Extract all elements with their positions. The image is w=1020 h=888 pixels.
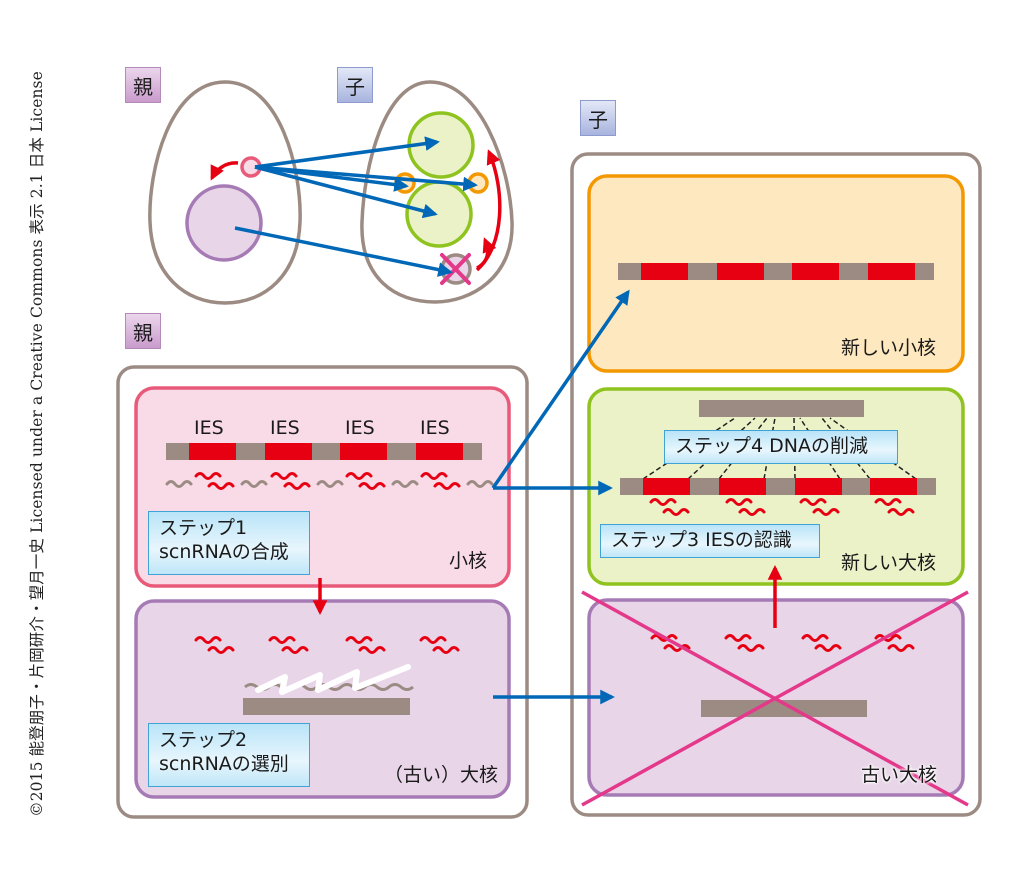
scnrna-wave [650,634,678,642]
scnrna-wave [358,646,386,654]
old-mac-dna-bar [701,700,867,717]
scnrna-waves [165,472,494,490]
step1-desc: scnRNAの合成 [159,541,289,563]
scnrna-wave [814,644,842,652]
ies-segment [868,263,915,280]
ies-label: IES [270,417,300,439]
arrow-to-old-mac [234,226,453,277]
ies-label: IES [345,417,375,439]
red-curved-arrow-lower [476,237,497,270]
cross-mark-icon [440,253,471,285]
new-micronucleus-label: 新しい小核 [841,337,937,359]
ies-segment [340,443,387,460]
scnrna-wave [874,498,902,506]
scnrna-wave [419,636,447,644]
scnrna-wave [432,646,460,654]
white-zigzag-transcript [255,664,411,695]
red-curved-arrow-mic-to-mac [210,161,239,181]
ies-segment [719,478,766,495]
scnrna-wave [283,482,311,490]
genome-rna-wave [466,480,494,488]
ies-label: IES [194,417,224,439]
step1-box: ステップ1 scnRNAの合成 [148,511,310,575]
scnrna-wave [281,646,309,654]
scnrna-wave [420,472,448,480]
tag-child-top: 子 [337,67,373,103]
tag-child-right: 子 [580,100,616,136]
step2-desc: scnRNAの選別 [159,753,289,775]
arrow-mic-to-new-mic [491,289,630,489]
ies-segment [641,263,688,280]
scnrna-wave [345,636,373,644]
scnrna-wave [358,482,386,490]
tag-parent-top: 親 [125,67,161,103]
mac-genome-pairing [243,664,414,715]
scnrna-selected-waves [194,636,460,654]
mic-dna-strand [166,443,482,460]
step4-box: ステップ4 DNAの削減 [664,430,898,464]
scnrna-ies-waves [649,498,915,516]
ies-label: IES [420,417,450,439]
scnrna-wave [268,636,296,644]
scnrna-wave [737,644,765,652]
arrow-to-new-mac-1 [254,136,440,169]
ies-segment [792,263,839,280]
scnrna-wave [725,498,753,506]
scnrna-wave [649,498,677,506]
micronucleus-label: 小核 [449,550,488,572]
scnrna-wave [194,472,222,480]
new-macronucleus-label: 新しい大核 [841,552,937,574]
scnrna-wave [887,508,915,516]
ies-segment [870,478,917,495]
scnrna-wave [207,646,235,654]
scnrna-wave [270,472,298,480]
scnrna-wave [874,634,902,642]
new-mac-dna-strand [620,478,936,495]
scnrna-wave [194,636,222,644]
step2-title: ステップ2 [159,729,248,751]
scnrna-wave [433,482,461,490]
ies-segment [717,263,764,280]
eliminated-dna-bar [699,400,864,417]
genome-rna-wave [391,480,419,488]
tag-parent-bottom: 親 [125,313,161,349]
scnrna-wave [345,472,373,480]
ies-segment [265,443,312,460]
parent-cell-outline [148,80,302,305]
inheritance-arrows [234,136,478,277]
mac-dna-bar [243,698,410,715]
parent-macronucleus [185,184,263,262]
genome-rna-wave [165,480,193,488]
step1-title: ステップ1 [159,517,248,539]
step3-box: ステップ3 IESの認識 [600,524,820,558]
old-macronucleus-label: （古い）大核 [384,764,499,786]
scnrna-wave [887,644,915,652]
genome-rna-wave [240,480,268,488]
arrow-to-new-mic-2 [254,165,478,192]
transfer-arrows [491,289,630,705]
ies-segment [795,478,842,495]
step2-box: ステップ2 scnRNAの選別 [148,723,310,787]
ies-segment [643,478,690,495]
scnrna-wave [207,482,235,490]
parent-cell [148,80,302,305]
child-new-macronucleus-2 [405,180,473,248]
scnrna-wave [799,498,827,506]
child-old-macronucleus-label: 古い大核 [861,764,938,786]
scnrna-wave [663,644,691,652]
scnrna-wave [724,634,752,642]
scnrna-wave [812,508,840,516]
ies-segment [416,443,463,460]
scnrna-remaining-waves [650,634,915,652]
child-new-micronucleus-1 [394,172,416,194]
genome-rna-wave [316,480,344,488]
degradation-cross-icon [581,590,969,807]
ies-segment [189,443,236,460]
scnrna-wave [662,508,690,516]
new-mic-dna-strand [618,263,934,280]
arrow-to-new-mac-2 [254,165,438,219]
scnrna-wave [738,508,766,516]
scnrna-wave [801,634,829,642]
